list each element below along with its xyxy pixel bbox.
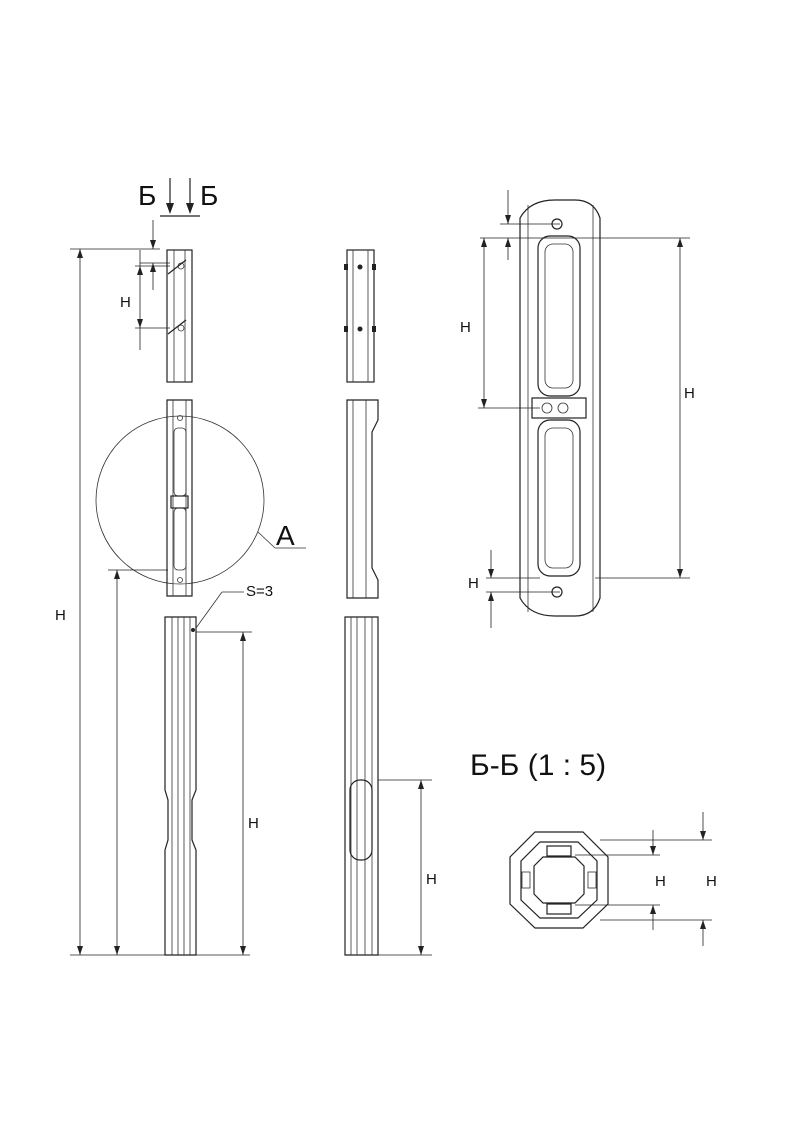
dim-detail-total: H: [684, 385, 695, 402]
section-mark: Б Б: [138, 178, 218, 217]
detail-a-view: H H H: [460, 190, 695, 628]
detail-label: A: [276, 520, 295, 551]
dim-hatch-height: H: [248, 815, 259, 832]
middle-pole: H: [344, 249, 437, 956]
dim-section-outer: H: [706, 873, 717, 890]
left-dimensions: H H H: [55, 220, 259, 956]
left-pole: [164, 249, 197, 956]
wall-thickness-label: S=3: [246, 583, 273, 600]
dim-right-window: H: [426, 871, 437, 888]
dim-detail-bottom-gap: H: [468, 575, 479, 592]
dim-top-hole-spacing: H: [120, 294, 131, 311]
section-mark-right: Б: [200, 180, 218, 211]
dim-total-height: H: [55, 607, 66, 624]
section-view: H H: [509, 812, 717, 946]
wall-thickness-note: S=3: [195, 583, 273, 629]
section-mark-left: Б: [138, 180, 156, 211]
dim-section-inner: H: [655, 873, 666, 890]
section-title: Б-Б (1 : 5): [470, 749, 606, 782]
detail-callout: A: [95, 415, 306, 585]
dim-detail-upper: H: [460, 319, 471, 336]
